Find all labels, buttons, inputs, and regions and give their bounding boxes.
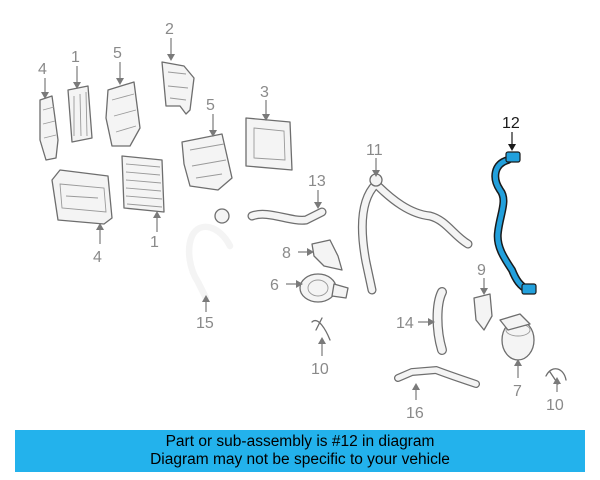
callout-5-upper: 5 [113, 45, 122, 62]
part-12-hose-highlighted[interactable] [491, 151, 537, 295]
callout-12: 12 [502, 115, 520, 132]
banner-line-2: Diagram may not be specific to your vehi… [150, 451, 450, 468]
part-4-upper-bracket[interactable] [39, 95, 59, 161]
callout-14: 14 [396, 315, 414, 332]
callout-1-lower: 1 [150, 234, 159, 251]
callout-5-lower: 5 [206, 97, 215, 114]
callout-4-lower: 4 [93, 249, 102, 266]
callout-4-upper: 4 [38, 61, 47, 78]
part-15-hose[interactable] [185, 208, 234, 302]
banner-line-1: Part or sub-assembly is #12 in diagram [165, 433, 435, 450]
part-13-hose[interactable] [247, 207, 327, 225]
callout-7: 7 [513, 383, 522, 400]
part-14-hose[interactable] [432, 287, 447, 355]
part-7-pump[interactable] [499, 313, 535, 361]
part-2-bracket[interactable] [161, 61, 195, 115]
callout-15: 15 [196, 315, 214, 332]
callout-1-upper: 1 [71, 49, 80, 66]
part-16-hose[interactable] [394, 365, 480, 388]
info-banner: Part or sub-assembly is #12 in diagram D… [15, 430, 585, 472]
part-6-pump[interactable] [299, 273, 349, 303]
callout-11: 11 [366, 142, 383, 159]
callout-3: 3 [260, 84, 269, 101]
callout-16: 16 [406, 405, 424, 422]
callout-6: 6 [270, 277, 279, 294]
callout-13: 13 [308, 173, 326, 190]
callout-9: 9 [477, 262, 486, 279]
part-1-lower-core[interactable] [121, 155, 165, 213]
callout-10-middle: 10 [311, 361, 329, 378]
part-10-clip-middle[interactable] [311, 317, 331, 341]
part-9-bracket[interactable] [473, 293, 493, 331]
part-11-hose[interactable] [357, 173, 473, 295]
part-5-upper-housing[interactable] [105, 81, 141, 147]
part-8-bracket[interactable] [311, 239, 343, 271]
callout-10-right: 10 [546, 397, 564, 414]
parts-diagram: 4 1 5 2 4 1 5 [38, 21, 567, 422]
part-5-lower-housing[interactable] [181, 133, 233, 191]
part-1-upper-module[interactable] [67, 85, 93, 143]
part-4-lower-box[interactable] [51, 169, 113, 225]
part-3-panel[interactable] [245, 117, 293, 171]
callout-2: 2 [165, 21, 174, 38]
callout-8: 8 [282, 245, 291, 262]
